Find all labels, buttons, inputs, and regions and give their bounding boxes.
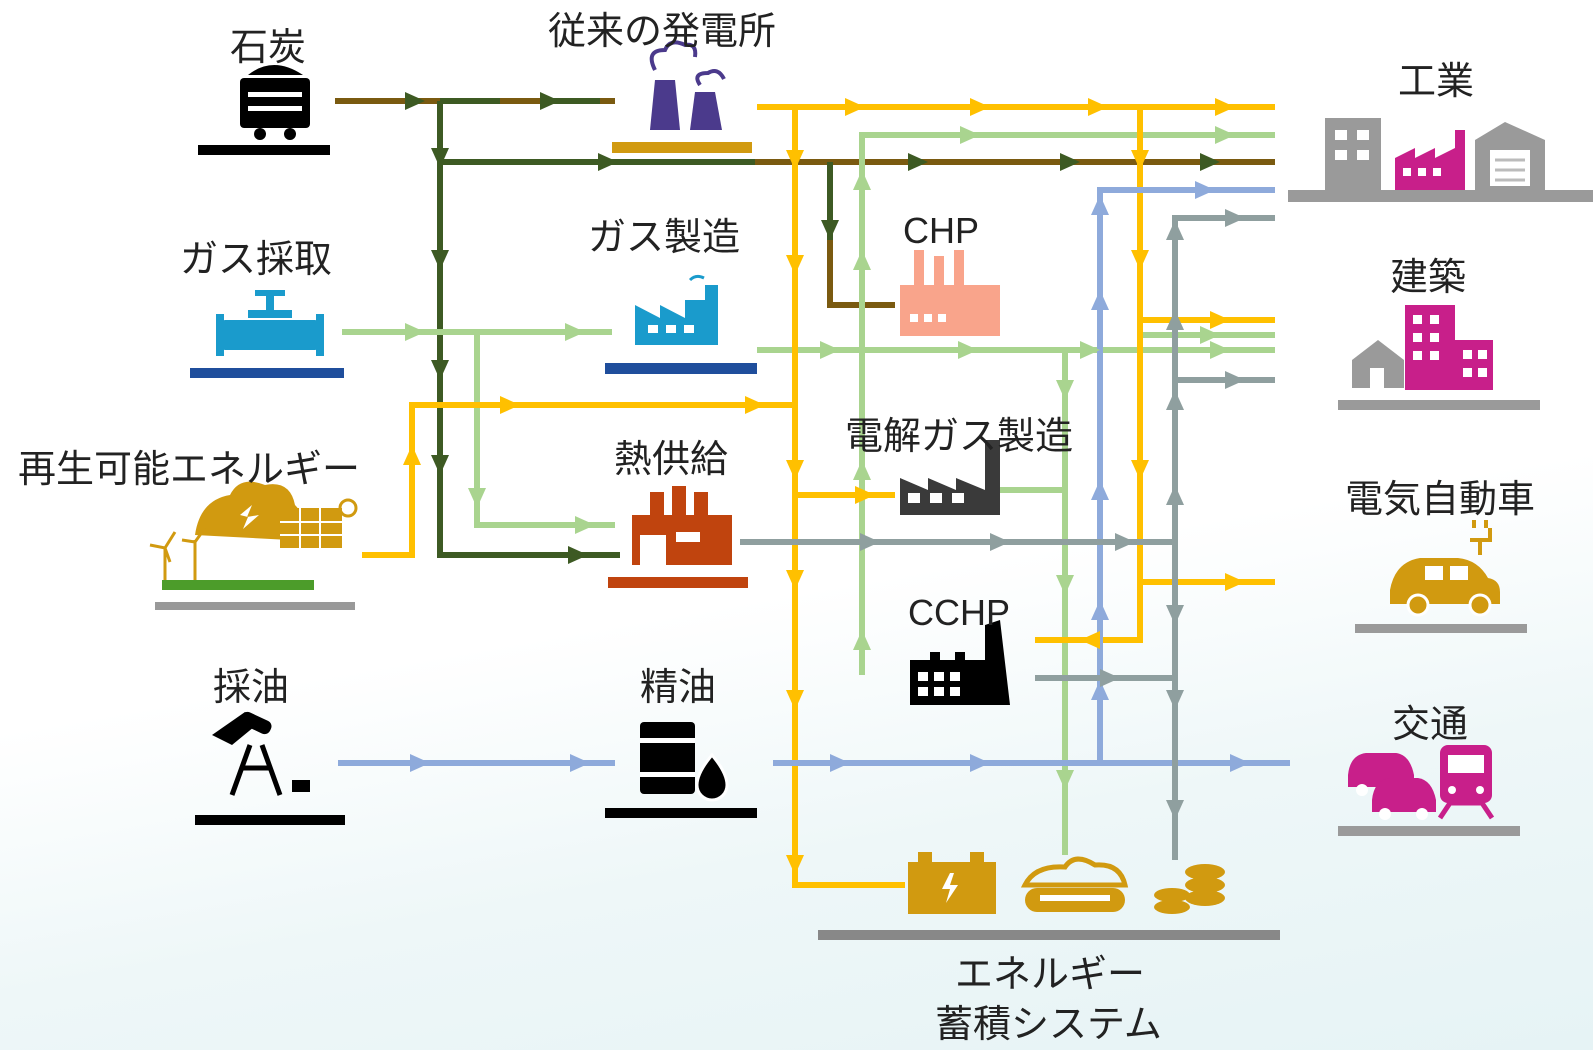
electricity-flow-lines bbox=[362, 104, 1275, 888]
coal-wagon-icon bbox=[198, 65, 330, 155]
electric-car-icon bbox=[1355, 520, 1527, 633]
battery-icon bbox=[908, 852, 996, 914]
oil-extraction-label: 採油 bbox=[213, 665, 290, 709]
heat-supply-label: 熱供給 bbox=[614, 437, 729, 481]
chp-icon bbox=[900, 250, 1000, 336]
cchp-icon bbox=[910, 620, 1010, 705]
renewable-icon bbox=[149, 481, 358, 610]
power-plant-label: 従来の発電所 bbox=[548, 9, 777, 53]
gas-valve-icon bbox=[190, 290, 344, 378]
buildings-label: 建築 bbox=[1390, 255, 1467, 299]
renewable-label: 再生可能エネルギー bbox=[18, 447, 361, 491]
electrolysis-factory-icon bbox=[900, 440, 1000, 515]
oil-pump-icon bbox=[195, 711, 345, 825]
industry-icon bbox=[1288, 118, 1593, 202]
chp-label: CHP bbox=[903, 210, 980, 251]
storage-tank-icon bbox=[1020, 856, 1129, 912]
buildings-icon bbox=[1338, 305, 1540, 410]
gas-production-label: ガス製造 bbox=[588, 215, 741, 259]
storage-label-line2: 蓄積システム bbox=[935, 1002, 1162, 1046]
gas-extraction-label: ガス採取 bbox=[180, 237, 333, 281]
cchp-label: CCHP bbox=[908, 592, 1011, 633]
electrolysis-label: 電解ガス製造 bbox=[845, 414, 1074, 458]
refinery-label: 精油 bbox=[640, 665, 717, 709]
flow-arrowheads bbox=[403, 92, 1250, 875]
oil-flow-lines bbox=[338, 187, 1290, 766]
ev-label: 電気自動車 bbox=[1345, 477, 1536, 521]
storage-baseline bbox=[818, 930, 1280, 940]
transport-icon bbox=[1338, 745, 1520, 836]
coal-label: 石炭 bbox=[230, 25, 307, 69]
power-plant-icon bbox=[612, 40, 752, 153]
coins-icon bbox=[1154, 864, 1225, 914]
refinery-barrel-icon bbox=[605, 722, 757, 818]
transport-label: 交通 bbox=[1392, 702, 1469, 746]
heat-supply-icon bbox=[608, 486, 748, 588]
storage-label-line1: エネルギー bbox=[955, 952, 1146, 996]
industry-label: 工業 bbox=[1398, 59, 1475, 103]
gas-factory-icon bbox=[605, 274, 757, 374]
